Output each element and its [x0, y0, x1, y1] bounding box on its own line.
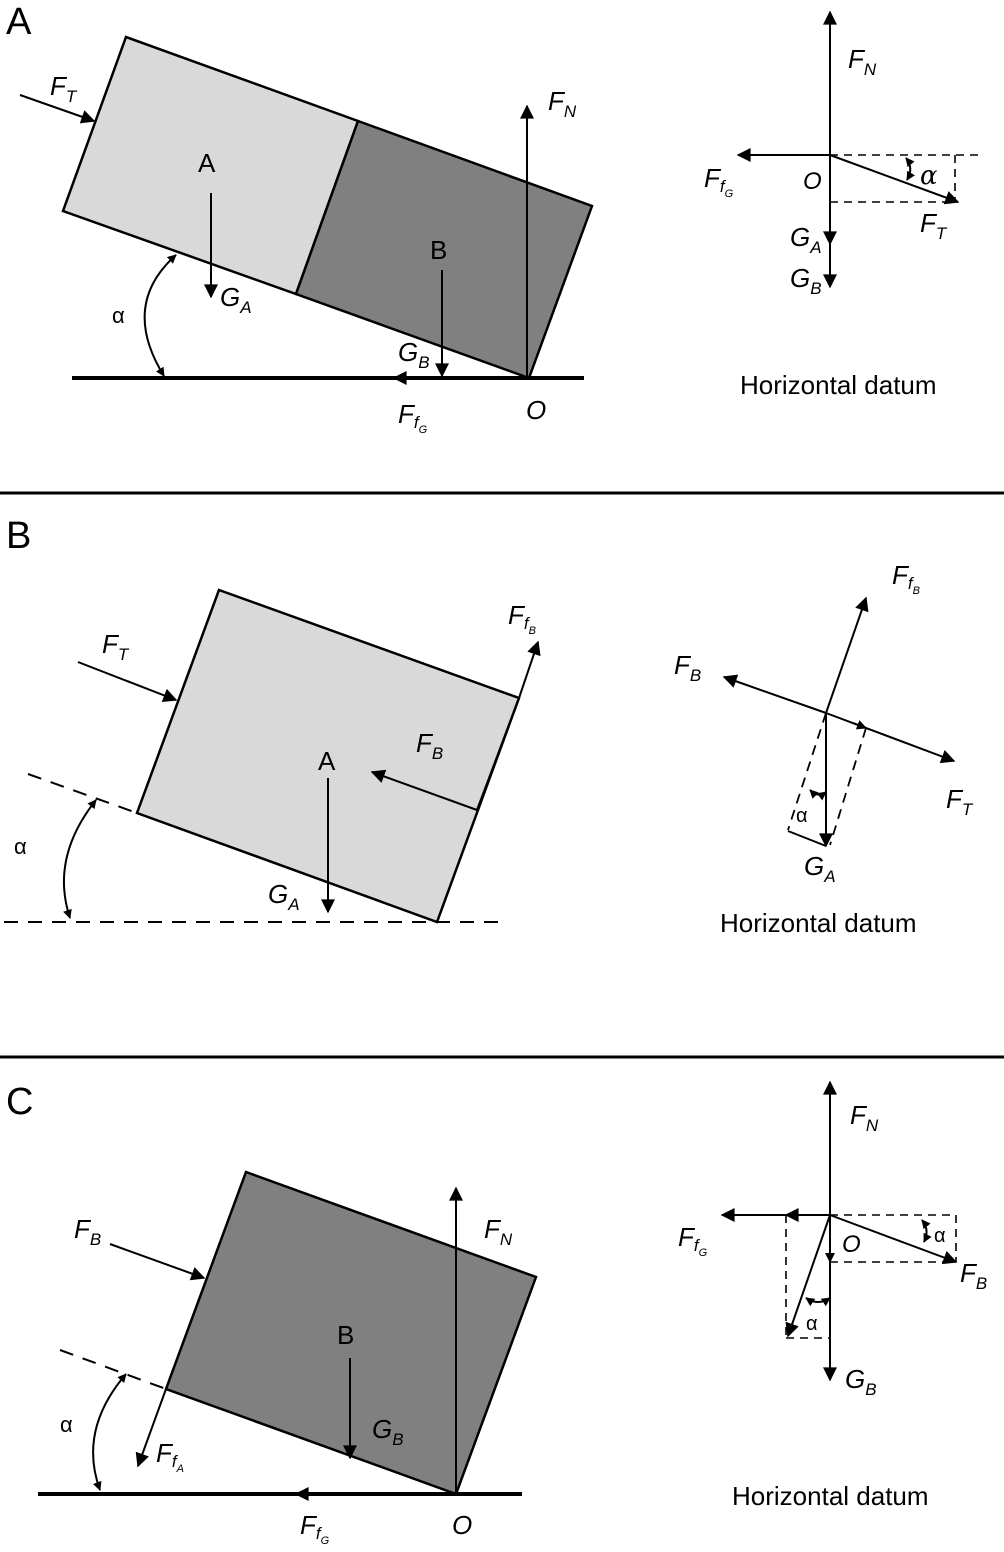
panel-b: B α FT FfB FB A GA: [4, 515, 974, 938]
block-label-c: B: [337, 1320, 354, 1350]
fn-label: FN: [548, 86, 577, 121]
vec-ffb-label-b: FfB: [892, 560, 920, 597]
vec-point-o: O: [803, 168, 822, 195]
block-a-label: A: [198, 148, 216, 178]
fb-label-c: FB: [74, 1214, 101, 1249]
panel-a: A α FT A B GA GB FN FfG O: [6, 1, 980, 436]
vector-diagram-c: FN FfG O α α FB GB: [678, 1080, 987, 1399]
incline-dashed: [27, 773, 138, 814]
fb-arrow-b: [370, 769, 478, 811]
datum-label-c: Horizontal datum: [732, 1481, 929, 1511]
angle-label: α: [112, 303, 125, 328]
vec-ft-label: FT: [920, 208, 948, 243]
ffb-label-b: FfB: [508, 600, 536, 637]
vec-angle-label-c1: α: [934, 1225, 946, 1247]
vector-diagram-b: FfB FB FT α GA: [674, 560, 974, 886]
block-b-label: B: [430, 235, 447, 265]
gb-label: GB: [398, 337, 430, 372]
vec-fn-label-c: FN: [850, 1100, 879, 1135]
vec-angle-label-b: α: [796, 805, 808, 827]
panel-a-letter: A: [6, 1, 32, 43]
gb-label-c: GB: [372, 1414, 404, 1449]
panel-b-letter: B: [6, 515, 31, 557]
vec-fb-label-c: FB: [960, 1258, 987, 1293]
ffa-label-c: FfA: [156, 1438, 184, 1475]
ga-label: GA: [220, 282, 252, 317]
vec-angle-label: α: [920, 161, 938, 191]
vec-ft-label-b: FT: [946, 784, 974, 819]
vec-ga-label: GA: [790, 222, 822, 257]
vec-point-o-c: O: [842, 1231, 861, 1258]
angle-arc: [143, 254, 177, 377]
vec-fn-label: FN: [848, 44, 877, 79]
datum-label-b: Horizontal datum: [720, 908, 917, 938]
ga-label-b: GA: [268, 879, 300, 914]
ft-label-b: FT: [102, 629, 130, 664]
panel-c: C α FB FN B GB FfA FfG O: [6, 1080, 987, 1547]
edge-line: [476, 697, 520, 811]
ft-arrow-b: [77, 661, 178, 702]
vec-ga-label-b: GA: [804, 851, 836, 886]
vec-angle-label-c2: α: [806, 1313, 818, 1335]
datum-label-a: Horizontal datum: [740, 370, 937, 400]
incline-dashed-c: [59, 1349, 167, 1390]
ffg-label: FfG: [398, 399, 428, 436]
ffa-arrow-c: [135, 1388, 167, 1468]
ffb-arrow-b: [518, 640, 541, 699]
vec-gb-label: GB: [790, 263, 822, 298]
angle-label-c: α: [60, 1412, 73, 1437]
fn-label-c: FN: [484, 1214, 513, 1249]
point-o-label-c: O: [452, 1510, 472, 1540]
angle-label-b: α: [14, 834, 27, 859]
vec-ffg-label: FfG: [704, 163, 734, 200]
ft-arrow: [19, 94, 96, 124]
point-o-label: O: [526, 395, 546, 425]
fb-arrow-c: [109, 1243, 206, 1281]
vector-diagram-a: FN FfG O α FT GA GB: [704, 10, 980, 298]
angle-arc-b: [63, 799, 97, 919]
vec-fb-label-b: FB: [674, 650, 701, 685]
block-label-b: A: [318, 746, 336, 776]
panel-c-letter: C: [6, 1081, 33, 1123]
fb-label-b: FB: [416, 728, 443, 763]
angle-arc-c: [92, 1373, 127, 1491]
vec-gb-label-c: GB: [845, 1364, 877, 1399]
ft-label: FT: [50, 71, 78, 106]
ffg-label-c: FfG: [300, 1510, 330, 1547]
vec-ffg-label-c: FfG: [678, 1222, 708, 1259]
